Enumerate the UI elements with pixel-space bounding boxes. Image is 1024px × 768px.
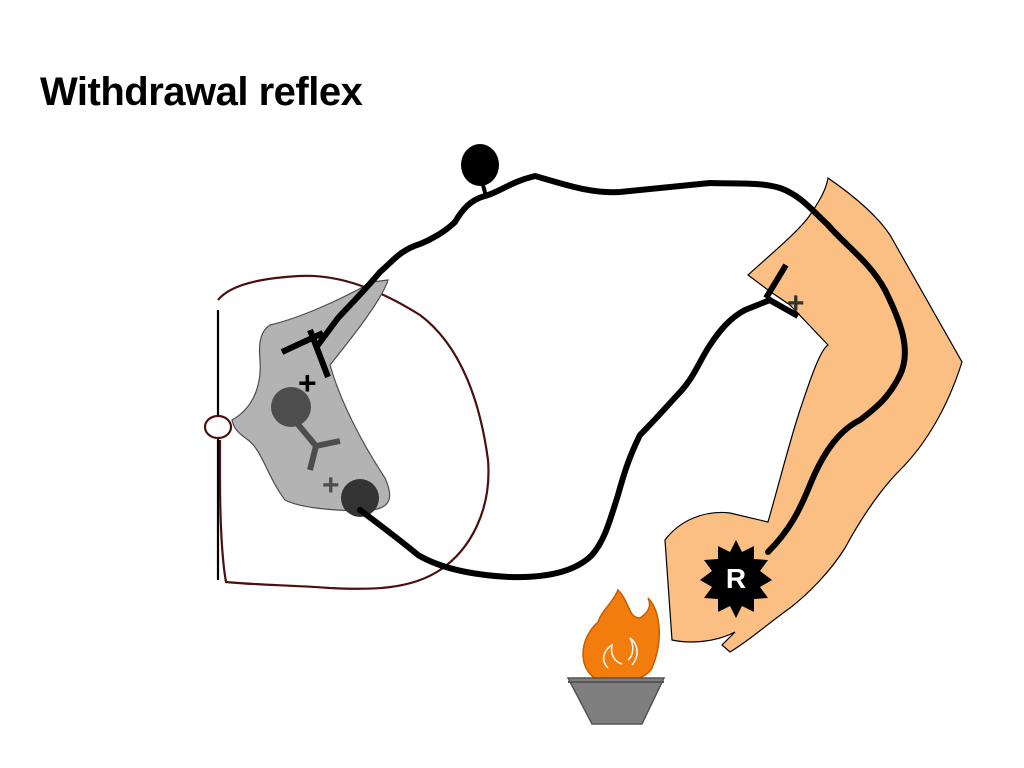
starburst-icon <box>700 540 772 618</box>
spinal-cord-outline <box>217 274 490 590</box>
central-canal <box>203 414 233 440</box>
interneuron-axon <box>293 420 319 448</box>
motor-cell-body <box>341 479 379 517</box>
interneuron-terminal-a <box>315 438 341 449</box>
synapse-plus-3: + <box>787 287 805 320</box>
motor-axon <box>357 297 773 581</box>
gray-matter <box>231 279 391 512</box>
receptor-label: R <box>726 563 746 594</box>
sensory-cell-body <box>461 144 499 186</box>
interneuron-terminal-b <box>307 445 319 471</box>
interneuron-cell-body <box>271 387 311 427</box>
motor-endplate-a <box>763 263 789 300</box>
flame-icon <box>582 588 660 683</box>
synapse-plus-2: + <box>322 469 340 502</box>
brazier-icon <box>566 677 666 725</box>
sensory-synapse-stem <box>307 328 331 379</box>
sensory-axon <box>315 173 908 555</box>
motor-endplate-b <box>764 295 800 319</box>
page-title: Withdrawal reflex <box>40 70 363 114</box>
sensory-synapse-bar <box>280 330 325 355</box>
